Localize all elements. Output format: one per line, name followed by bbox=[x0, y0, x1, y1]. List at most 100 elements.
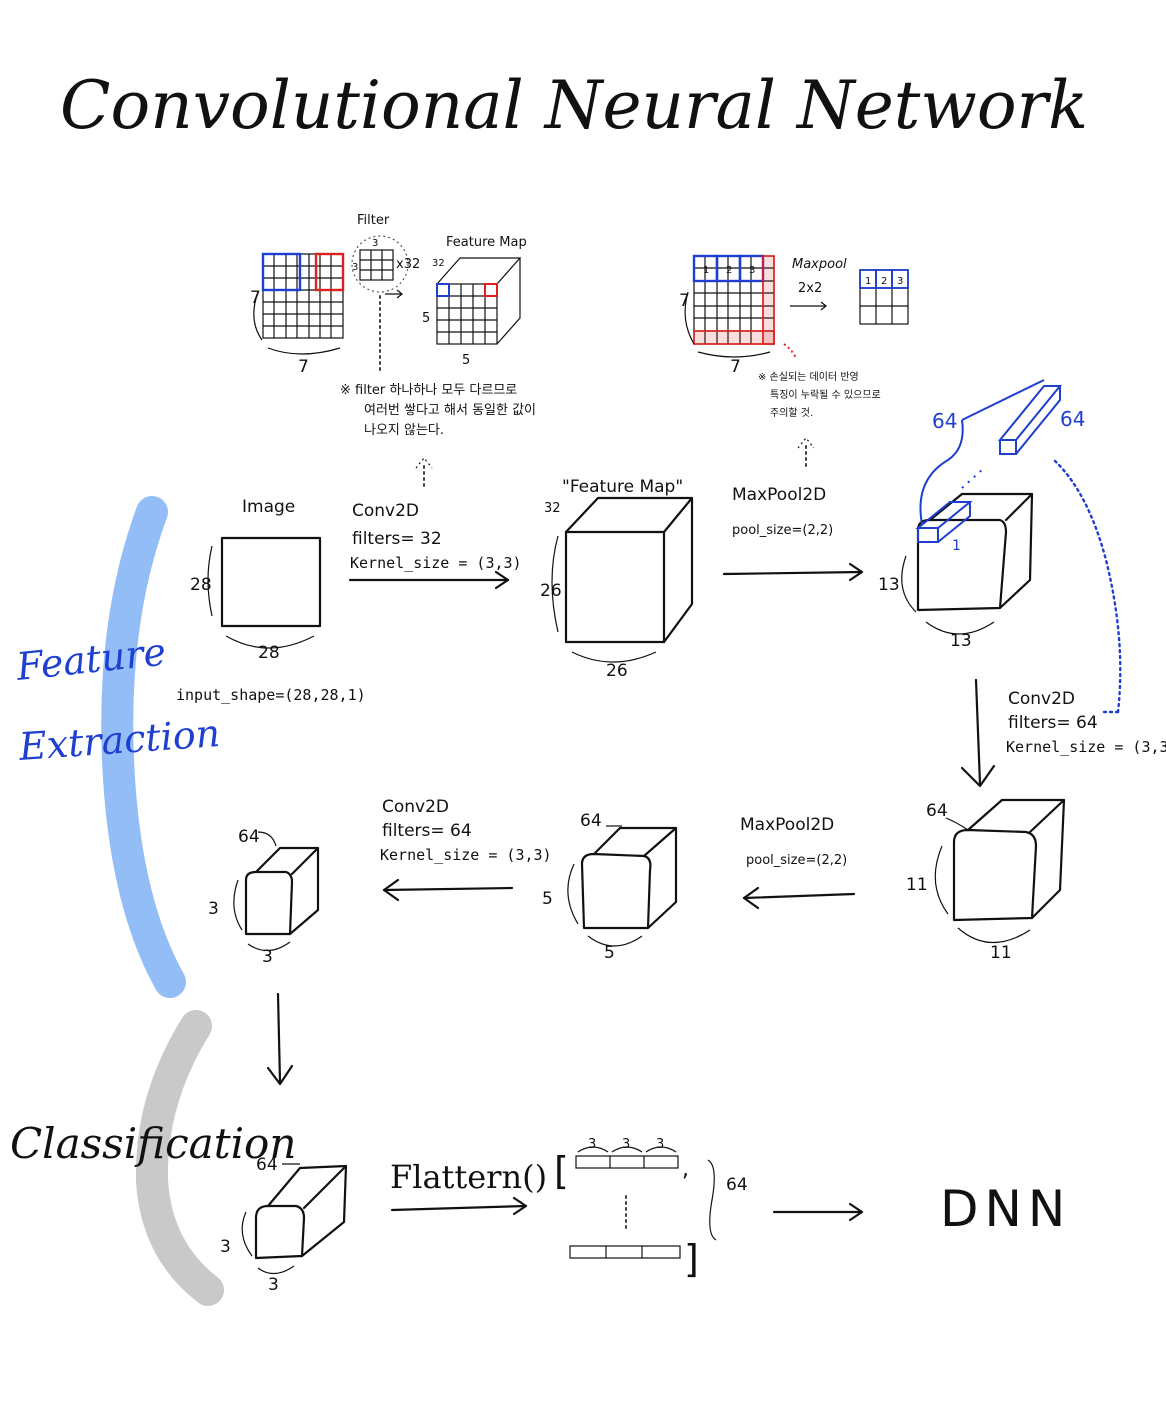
section-label-feature-1: Feature bbox=[13, 630, 168, 690]
flatten-segment-1: 3 bbox=[588, 1137, 596, 1152]
fmap1-dim-left: 26 bbox=[540, 581, 562, 601]
block11-dim-bottom: 11 bbox=[990, 943, 1012, 963]
detail-conv-dim-bottom: 7 bbox=[298, 357, 309, 377]
detail-conv-note-2: 여러번 쌓다고 해서 동일한 값이 bbox=[364, 403, 536, 418]
conv3-arrow bbox=[382, 886, 514, 892]
flatten-count: 64 bbox=[726, 1175, 748, 1195]
block11-dim-left: 11 bbox=[906, 875, 928, 895]
section-label-feature-2: Extraction bbox=[17, 711, 222, 769]
page-title: Convolutional Neural Network bbox=[60, 67, 1088, 144]
pool1-name: MaxPool2D bbox=[732, 485, 826, 505]
flatten-vector-bottom bbox=[569, 1245, 681, 1259]
pool1-size: pool_size=(2,2) bbox=[732, 523, 833, 538]
block13-depth-a: 64 bbox=[932, 409, 957, 433]
detail-pool-note-3: 주의할 것. bbox=[770, 407, 813, 419]
input-title: Image bbox=[242, 497, 295, 517]
block13-brace-left bbox=[919, 419, 964, 525]
block13-unit-column-front bbox=[915, 501, 973, 543]
conv3-filters: filters= 64 bbox=[382, 821, 472, 841]
detail-pool-result bbox=[859, 269, 909, 325]
flatten-segment-2: 3 bbox=[622, 1137, 630, 1152]
block13-unit: 1 bbox=[952, 538, 961, 554]
pool2-name: MaxPool2D bbox=[740, 815, 834, 835]
block3b-dim-bottom: 3 bbox=[268, 1275, 279, 1295]
conv2-kernel: Kernel_size = (3,3) bbox=[1006, 738, 1166, 756]
conv2-name: Conv2D bbox=[1008, 689, 1075, 709]
conv3-name: Conv2D bbox=[382, 797, 449, 817]
classification-bar bbox=[135, 1010, 224, 1306]
pool1-arrow bbox=[722, 570, 864, 576]
filter-grid bbox=[359, 249, 394, 281]
filter-title: Filter bbox=[357, 213, 390, 228]
block3b-depth: 64 bbox=[256, 1155, 278, 1175]
conv3-kernel: Kernel_size = (3,3) bbox=[380, 846, 552, 864]
detail-conv-note-3: 나오지 않는다. bbox=[364, 423, 444, 438]
flatten-comma: , bbox=[682, 1157, 689, 1182]
flatten-arrow bbox=[390, 1204, 528, 1212]
block3-cube bbox=[244, 846, 320, 936]
conv1-filters: filters= 32 bbox=[352, 529, 442, 549]
conv2-filters: filters= 64 bbox=[1008, 713, 1098, 733]
block13-dim-left: 13 bbox=[878, 575, 900, 595]
detail-pool-dim-bottom: 7 bbox=[730, 357, 741, 377]
section-label-classification: Classification bbox=[10, 1119, 296, 1168]
detail-pool-note-1: ※ 손실되는 데이터 반영 bbox=[758, 371, 859, 383]
flatten-label: Flattern() bbox=[390, 1158, 547, 1196]
detail-fmap-depth: 32 bbox=[432, 258, 445, 269]
pool-result-cell-2: 2 bbox=[881, 276, 887, 287]
pool-grid-cell-2: 2 bbox=[726, 265, 732, 276]
pool-grid-cell-3: 3 bbox=[749, 265, 755, 276]
fmap1-depth: 32 bbox=[544, 501, 561, 516]
flatten-segment-3: 3 bbox=[656, 1137, 664, 1152]
block3b-cube bbox=[254, 1164, 348, 1260]
block13-dots bbox=[961, 467, 985, 489]
pool2-arrow bbox=[742, 892, 856, 900]
block13-cube bbox=[916, 492, 1034, 612]
detail-pool-size: 2x2 bbox=[798, 281, 822, 296]
detail-pool-label: Maxpool bbox=[792, 257, 847, 272]
feature-extraction-bar bbox=[101, 496, 186, 998]
pool2-size: pool_size=(2,2) bbox=[746, 853, 847, 868]
detail-pool-dim-left: 7 bbox=[679, 291, 690, 311]
input-dim-left: 28 bbox=[190, 575, 212, 595]
block5-depth: 64 bbox=[580, 811, 602, 831]
conv1-name: Conv2D bbox=[352, 501, 419, 521]
block3-dim-left: 3 bbox=[208, 899, 219, 919]
filter-circle bbox=[351, 235, 409, 293]
block11-depth: 64 bbox=[926, 801, 948, 821]
block13-depth-b: 64 bbox=[1060, 407, 1085, 431]
flatten-open-bracket: [ bbox=[554, 1149, 569, 1193]
block5-dim-left: 5 bbox=[542, 889, 553, 909]
to-classification-arrow bbox=[276, 992, 282, 1084]
detail-fmap-dim-bottom: 5 bbox=[462, 353, 470, 368]
input-shape: input_shape=(28,28,1) bbox=[176, 686, 366, 704]
block3-depth: 64 bbox=[238, 827, 260, 847]
filter-size-top: 3 bbox=[372, 238, 378, 249]
fmap1-dim-bottom: 26 bbox=[606, 661, 628, 681]
filter-size-left: 3 bbox=[352, 262, 358, 273]
conv2-link-dotted bbox=[1052, 458, 1122, 714]
flatten-brace bbox=[707, 1159, 717, 1241]
flatten-vector-top bbox=[575, 1146, 679, 1169]
conv1-kernel: Kernel_size = (3,3) bbox=[350, 554, 522, 572]
detail-pool-note-2: 특징이 누락될 수 있으므로 bbox=[770, 389, 881, 401]
block5-dim-bottom: 5 bbox=[604, 943, 615, 963]
detail-fmap-dim-left: 5 bbox=[422, 311, 430, 326]
fmap1-title: "Feature Map" bbox=[562, 477, 683, 497]
detail-conv-note-1: ※ filter 하나하나 모두 다르므로 bbox=[340, 383, 517, 398]
pool-result-cell-3: 3 bbox=[897, 276, 903, 287]
detail-fmap-cube bbox=[436, 257, 522, 345]
input-image-square bbox=[220, 536, 322, 628]
dnn-label: DNN bbox=[940, 1180, 1071, 1238]
block13-dim-bottom: 13 bbox=[950, 631, 972, 651]
block11-cube bbox=[952, 798, 1066, 922]
block3-dim-bottom: 3 bbox=[262, 947, 273, 967]
input-dim-bottom: 28 bbox=[258, 643, 280, 663]
detail-conv-dim-left: 7 bbox=[250, 288, 261, 308]
pool-grid-cell-1: 1 bbox=[703, 265, 709, 276]
block13-unit-column-back bbox=[997, 385, 1063, 455]
detail-pool-grid bbox=[692, 254, 775, 345]
pool-result-cell-1: 1 bbox=[865, 276, 871, 287]
